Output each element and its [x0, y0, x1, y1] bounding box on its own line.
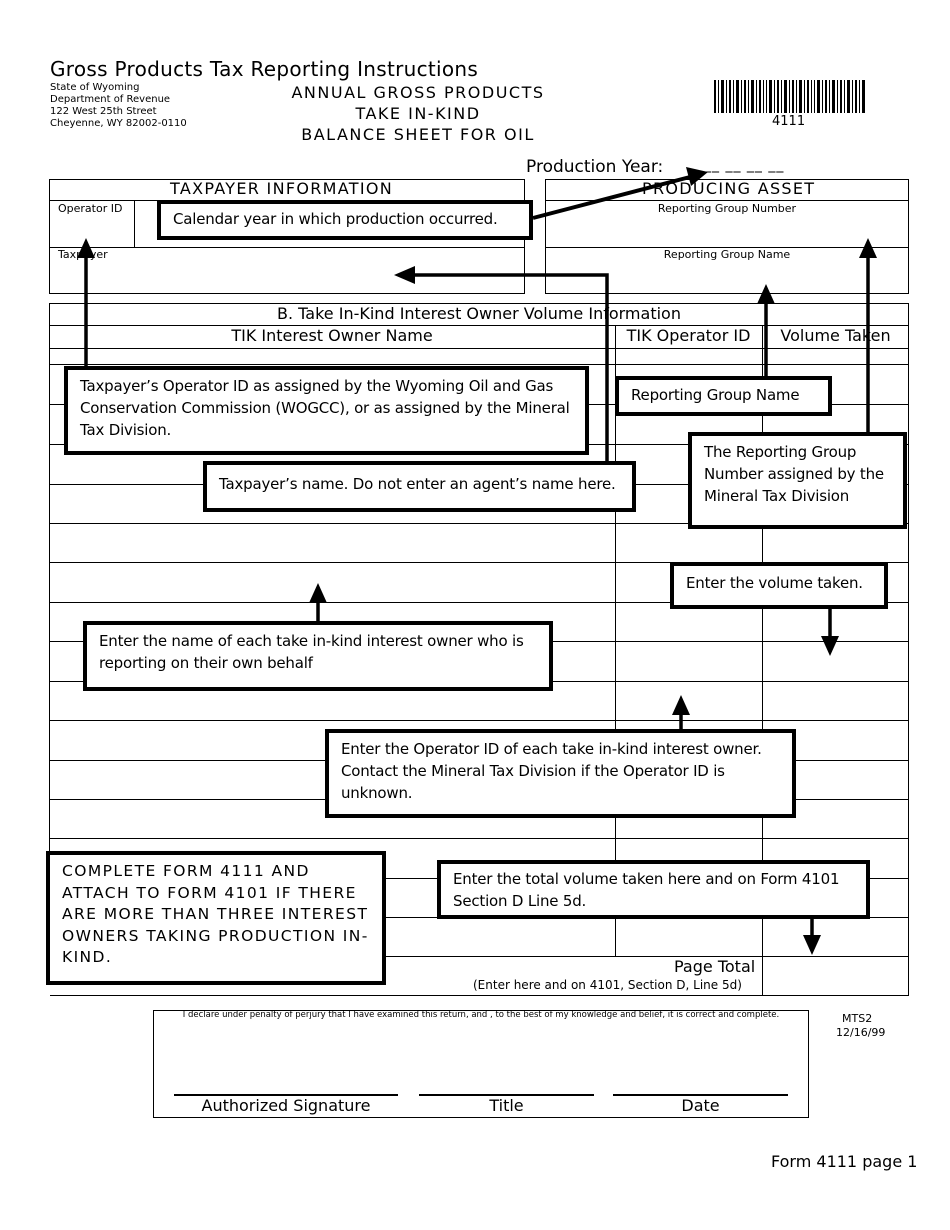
calendar-year-callout: Calendar year in which production occurr… — [157, 200, 533, 240]
form-title-line: BALANCE SHEET FOR OIL — [301, 125, 535, 144]
producing-asset-heading: PRODUCING ASSET — [642, 179, 816, 198]
column-divider — [762, 325, 763, 996]
page-label: Form 4111 page 1 — [771, 1152, 918, 1171]
section-b-heading: B. Take In-Kind Interest Owner Volume In… — [277, 304, 681, 323]
volume-taken-callout: Enter the volume taken. — [670, 562, 888, 609]
page-total-label: Page Total — [674, 957, 756, 976]
operator-id-callout: Taxpayer’s Operator ID as assigned by th… — [64, 366, 589, 455]
taxpayer-info-heading: TAXPAYER INFORMATION — [170, 179, 394, 198]
declaration-text: I declare under penalty of perjury that … — [182, 1010, 780, 1020]
reporting-group-name-callout: Reporting Group Name — [615, 376, 832, 416]
signature-label: Authorized Signature — [201, 1096, 371, 1115]
column-header-tik-operator-id: TIK Operator ID — [626, 326, 751, 345]
title-label: Title — [489, 1096, 524, 1115]
complete-form-callout: COMPLETE FORM 4111 AND ATTACH TO FORM 41… — [46, 851, 386, 985]
form-title-line: ANNUAL GROSS PRODUCTS — [291, 83, 545, 102]
owner-name-cell[interactable] — [50, 349, 614, 364]
row-divider — [49, 720, 909, 721]
page-total-input[interactable] — [763, 957, 908, 995]
owner-name-cell[interactable] — [50, 524, 614, 562]
taxpayer-label: Taxpayer — [58, 248, 108, 261]
page-total-note: (Enter here and on 4101, Section D, Line… — [473, 978, 742, 992]
divider — [49, 956, 909, 957]
address-line: State of Wyoming — [50, 82, 140, 93]
row-divider — [49, 838, 909, 839]
address-line: Cheyenne, WY 82002-0110 — [50, 118, 187, 129]
tik-operator-id-cell[interactable] — [616, 918, 761, 956]
date-line[interactable] — [613, 1094, 788, 1096]
column-header-volume-taken: Volume Taken — [780, 326, 891, 345]
address-line: 122 West 25th Street — [50, 106, 157, 117]
form-title-line: TAKE IN-KIND — [355, 104, 481, 123]
form-title: ANNUAL GROSS PRODUCTS TAKE IN-KIND BALAN… — [268, 82, 568, 145]
divider — [545, 200, 909, 201]
tik-operator-id-callout: Enter the Operator ID of each take in-ki… — [325, 729, 796, 818]
production-year-label: Production Year: — [526, 157, 664, 177]
column-header-owner-name: TIK Interest Owner Name — [231, 326, 433, 345]
row-divider — [49, 602, 909, 603]
volume-taken-cell[interactable] — [763, 642, 908, 681]
signature-line[interactable] — [174, 1094, 398, 1096]
agency-address: State of Wyoming Department of Revenue 1… — [50, 82, 187, 130]
row-divider — [49, 562, 909, 563]
tik-operator-id-cell[interactable] — [616, 524, 761, 562]
owner-name-cell[interactable] — [50, 563, 614, 602]
production-year-field[interactable]: __ __ __ __ — [704, 157, 785, 173]
form-code: MTS2 — [842, 1012, 873, 1025]
divider — [134, 200, 135, 248]
barcode-icon — [714, 80, 865, 113]
row-divider — [49, 523, 909, 524]
reporting-group-number-label: Reporting Group Number — [657, 202, 797, 215]
tik-operator-id-cell[interactable] — [616, 642, 761, 681]
tik-operator-id-cell[interactable] — [616, 682, 761, 720]
total-volume-callout: Enter the total volume taken here and on… — [437, 860, 870, 919]
volume-taken-cell[interactable] — [763, 682, 908, 720]
address-line: Department of Revenue — [50, 94, 171, 105]
tik-operator-id-cell[interactable] — [616, 349, 761, 364]
volume-taken-cell[interactable] — [763, 918, 908, 956]
reporting-group-number-callout: The Reporting Group Number assigned by t… — [688, 432, 907, 529]
taxpayer-name-input[interactable] — [50, 262, 524, 293]
form-number: 4111 — [772, 114, 806, 129]
operator-id-label: Operator ID — [58, 202, 123, 215]
producing-asset-box — [545, 179, 909, 294]
declaration-box — [153, 1010, 809, 1118]
reporting-group-name-input[interactable] — [546, 263, 908, 293]
reporting-group-number-input[interactable] — [546, 217, 908, 247]
taxpayer-name-callout: Taxpayer’s name. Do not enter an agent’s… — [203, 461, 636, 512]
volume-taken-cell[interactable] — [763, 349, 908, 364]
owner-name-callout: Enter the name of each take in-kind inte… — [83, 621, 553, 691]
page-title: Gross Products Tax Reporting Instruction… — [50, 57, 479, 81]
date-label: Date — [681, 1096, 720, 1115]
reporting-group-name-label: Reporting Group Name — [663, 248, 791, 261]
divider — [545, 247, 909, 248]
title-line[interactable] — [419, 1094, 594, 1096]
form-revision-date: 12/16/99 — [836, 1026, 886, 1039]
volume-taken-cell[interactable] — [763, 524, 908, 562]
divider — [49, 247, 525, 248]
